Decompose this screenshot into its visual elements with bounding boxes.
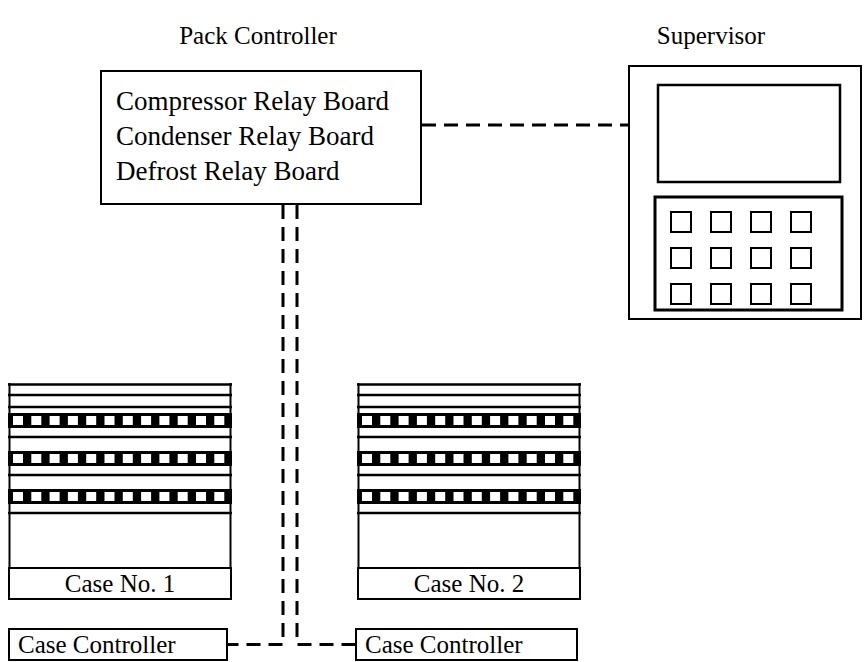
case-controller-box: Case Controller — [355, 628, 578, 661]
screen — [658, 85, 840, 182]
key — [791, 284, 811, 304]
case-shelves-art — [357, 383, 581, 570]
case-controller-box: Case Controller — [8, 628, 228, 661]
dashed-link — [422, 124, 628, 127]
supervisor-panel: Supervisor — [628, 65, 862, 320]
case-label: Case No. 1 — [65, 570, 175, 598]
case-label-band: Case No. 2 — [357, 567, 581, 600]
controller-label: Case Controller — [18, 631, 176, 659]
key — [791, 248, 811, 268]
board-label: Compressor Relay Board — [102, 84, 420, 119]
display-case: Case No. 2 — [357, 383, 581, 600]
board-label: Condenser Relay Board — [102, 119, 420, 154]
key — [671, 212, 691, 232]
key — [671, 284, 691, 304]
node-heading: Pack Controller — [62, 22, 454, 50]
key — [751, 212, 771, 232]
pack-controller-box: Pack ControllerCompressor Relay BoardCon… — [100, 70, 422, 205]
key — [711, 284, 731, 304]
key — [711, 248, 731, 268]
key — [751, 284, 771, 304]
key — [711, 212, 731, 232]
keypad — [655, 197, 842, 310]
case-label: Case No. 2 — [414, 570, 524, 598]
case-label-band: Case No. 1 — [8, 567, 232, 600]
key — [671, 248, 691, 268]
board-label: Defrost Relay Board — [102, 154, 420, 189]
case-shelves-art — [8, 383, 232, 570]
key — [751, 248, 771, 268]
node-heading: Supervisor — [554, 22, 865, 50]
supervisor-terminal-art — [630, 67, 859, 317]
dashed-link — [228, 205, 283, 645]
controller-label: Case Controller — [365, 631, 523, 659]
display-case: Case No. 1 — [8, 383, 232, 600]
dashed-link — [297, 205, 355, 645]
key — [791, 212, 811, 232]
